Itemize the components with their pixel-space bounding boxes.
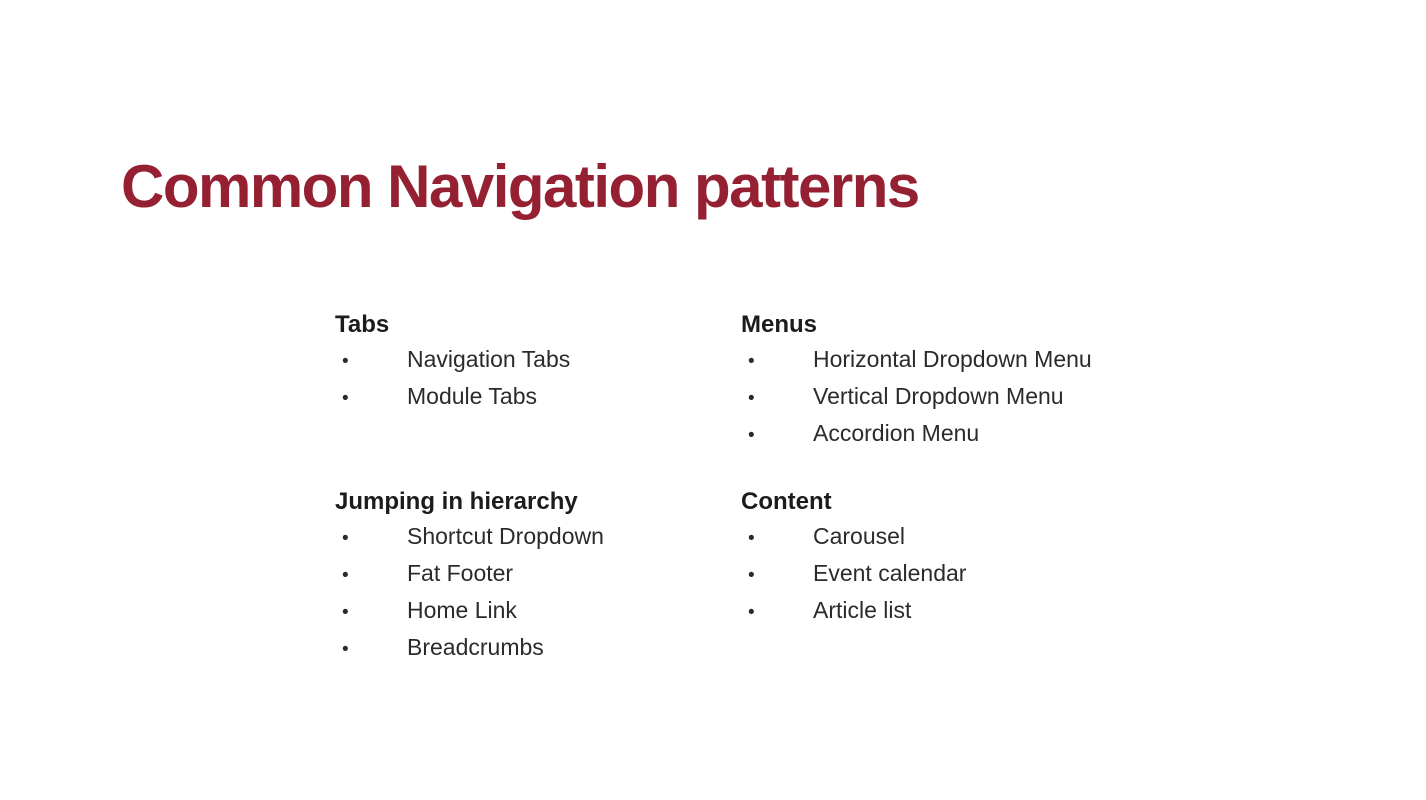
- list-item-label: Home Link: [407, 597, 517, 623]
- bullet-marker: •: [342, 528, 349, 549]
- list-item-label: Article list: [813, 597, 912, 623]
- list-item: • Breadcrumbs: [335, 630, 741, 667]
- section-content: Content • Carousel • Event calendar • Ar…: [741, 485, 1211, 667]
- bullet-marker: •: [748, 351, 755, 372]
- section-heading: Tabs: [335, 311, 390, 338]
- list-item: • Horizontal Dropdown Menu: [741, 342, 1211, 379]
- bullet-marker: •: [342, 602, 349, 623]
- list-item: • Home Link: [335, 593, 741, 630]
- bullet-marker: •: [342, 388, 349, 409]
- list-item: • Shortcut Dropdown: [335, 519, 741, 556]
- list-item-label: Accordion Menu: [813, 420, 980, 446]
- bullet-marker: •: [748, 528, 755, 549]
- section-heading: Content: [741, 488, 832, 515]
- list-item: • Module Tabs: [335, 379, 741, 416]
- list-item-label: Carousel: [813, 523, 906, 549]
- list-item-label: Vertical Dropdown Menu: [813, 383, 1064, 409]
- list-item-label: Breadcrumbs: [407, 634, 544, 660]
- bullet-marker: •: [342, 351, 349, 372]
- list-item: • Accordion Menu: [741, 416, 1211, 453]
- bullet-marker: •: [748, 425, 755, 446]
- bullet-list: • Carousel • Event calendar • Article li…: [741, 519, 1211, 630]
- bullet-marker: •: [748, 388, 755, 409]
- list-item-label: Shortcut Dropdown: [407, 523, 604, 549]
- section-heading: Menus: [741, 311, 818, 338]
- bullet-marker: •: [342, 565, 349, 586]
- list-item: • Fat Footer: [335, 556, 741, 593]
- content-grid: Tabs • Navigation Tabs • Module Tabs Men…: [335, 308, 1211, 667]
- list-item-label: Horizontal Dropdown Menu: [813, 346, 1092, 372]
- list-item: • Carousel: [741, 519, 1211, 556]
- bullet-marker: •: [748, 602, 755, 623]
- bullet-list: • Navigation Tabs • Module Tabs: [335, 342, 741, 416]
- section-menus: Menus • Horizontal Dropdown Menu • Verti…: [741, 308, 1211, 453]
- bullet-list: • Horizontal Dropdown Menu • Vertical Dr…: [741, 342, 1211, 453]
- list-item-label: Module Tabs: [407, 383, 537, 409]
- list-item-label: Navigation Tabs: [407, 346, 571, 372]
- page-title: Common Navigation patterns: [121, 153, 920, 221]
- bullet-marker: •: [342, 639, 349, 660]
- section-heading: Jumping in hierarchy: [335, 488, 578, 515]
- list-item-label: Event calendar: [813, 560, 967, 586]
- section-tabs: Tabs • Navigation Tabs • Module Tabs: [335, 308, 741, 453]
- section-jumping-in-hierarchy: Jumping in hierarchy • Shortcut Dropdown…: [335, 485, 741, 667]
- list-item: • Navigation Tabs: [335, 342, 741, 379]
- bullet-marker: •: [748, 565, 755, 586]
- list-item-label: Fat Footer: [407, 560, 514, 586]
- bullet-list: • Shortcut Dropdown • Fat Footer • Home …: [335, 519, 741, 667]
- list-item: • Event calendar: [741, 556, 1211, 593]
- list-item: • Vertical Dropdown Menu: [741, 379, 1211, 416]
- list-item: • Article list: [741, 593, 1211, 630]
